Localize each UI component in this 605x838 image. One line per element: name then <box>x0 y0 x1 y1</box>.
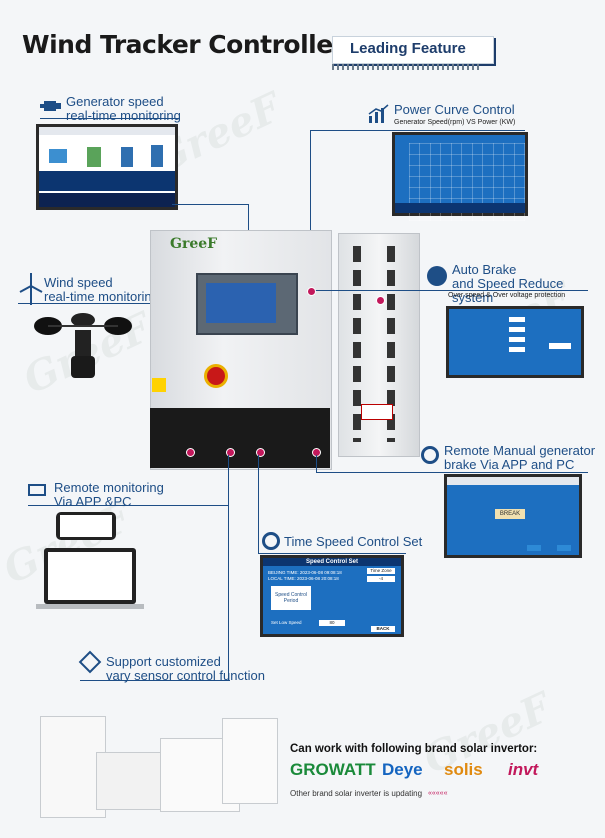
connector-line <box>248 204 249 238</box>
divider <box>40 118 180 119</box>
connector-line <box>316 455 317 473</box>
sensor-icon <box>78 650 102 674</box>
brand-deye: Deye <box>382 760 423 779</box>
connector-line <box>258 455 259 554</box>
brake-settings-screen <box>446 306 584 378</box>
divider <box>80 680 230 681</box>
divider <box>310 130 525 131</box>
cabinet-logo: GreeF <box>170 236 218 252</box>
inverter-image <box>222 718 278 804</box>
break-button[interactable]: BREAK <box>495 509 525 519</box>
power-curve-screen <box>392 132 528 221</box>
brands-heading: Can work with following brand solar inve… <box>290 743 538 755</box>
laptop-image <box>44 548 136 604</box>
connector-line <box>310 130 311 236</box>
feature-auto-brake: Auto Brake and Speed Reduce system <box>452 262 564 305</box>
dump-load-box <box>338 233 420 457</box>
leading-feature-box <box>332 36 494 64</box>
feature-sensor: Support customized vary sensor control f… <box>106 654 265 683</box>
leading-feature-label: Leading Feature <box>350 40 466 57</box>
gear-icon <box>421 446 439 464</box>
phone-image <box>56 512 116 540</box>
chart-icon <box>368 104 390 129</box>
brand-solis: solis <box>444 760 483 779</box>
brake-icon <box>427 266 447 286</box>
laptop-base <box>36 604 144 609</box>
connector-dot <box>307 287 316 296</box>
back-button[interactable]: BACK <box>371 626 395 632</box>
cabinet-hmi <box>196 273 298 335</box>
cabinet-base <box>150 408 330 468</box>
anemometer-image <box>28 312 138 389</box>
connector-line <box>172 204 248 205</box>
hatch-divider <box>332 64 482 70</box>
remote-brake-screen: BREAK <box>444 474 582 558</box>
feature-power-curve: Power Curve Control <box>394 102 515 117</box>
connector-dot <box>376 296 385 305</box>
auto-brake-sub: Over speed & Over voltage protection <box>448 292 566 299</box>
page-title: Wind Tracker Controller <box>22 30 345 59</box>
feature-remote-brake: Remote Manual generator brake Via APP an… <box>444 443 596 472</box>
feature-gen-speed: Generator speed real-time monitoring <box>66 94 181 123</box>
arrows-icon: ««««« <box>428 790 448 797</box>
brand-growatt: GROWATT <box>290 760 376 779</box>
divider <box>316 472 588 473</box>
engine-icon <box>40 98 61 112</box>
speed-control-screen: Speed Control Set BEIJING TIME: 2023-06-… <box>260 555 404 637</box>
divider <box>28 505 228 506</box>
connector-line <box>228 506 229 681</box>
warning-label <box>152 378 166 392</box>
wind-turbine-icon <box>18 272 44 311</box>
emergency-stop-button[interactable] <box>204 364 228 388</box>
clock-icon <box>262 532 280 550</box>
divider <box>18 303 160 304</box>
divider <box>310 290 588 291</box>
connector-line <box>228 455 229 506</box>
inverter-image <box>96 752 162 810</box>
power-curve-sub: Generator Speed(rpm) VS Power (KW) <box>394 119 516 126</box>
brand-invt: invt <box>508 760 539 779</box>
gen-speed-screen <box>36 124 178 210</box>
feature-time-speed: Time Speed Control Set <box>284 534 423 549</box>
connector-dot <box>186 448 195 457</box>
feature-wind-speed: Wind speed real-time monitoring <box>44 275 159 304</box>
divider <box>258 553 406 554</box>
monitor-icon <box>28 484 46 496</box>
connector-dot <box>256 448 265 457</box>
brands-footer: Other brand solar inverter is updating <box>290 789 423 798</box>
connector-dot <box>226 448 235 457</box>
